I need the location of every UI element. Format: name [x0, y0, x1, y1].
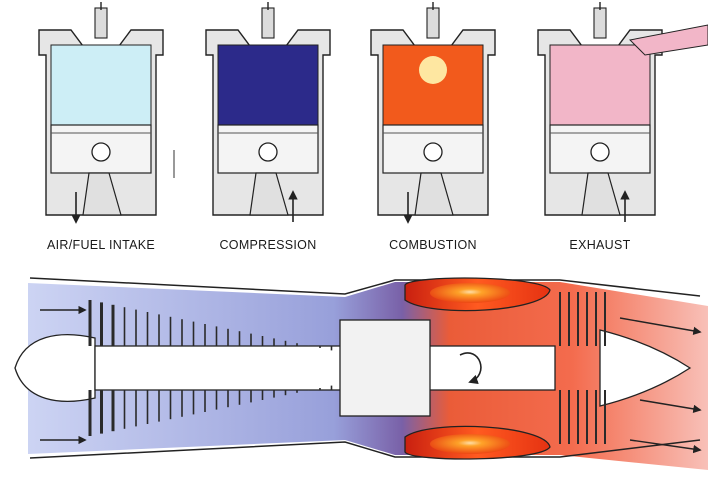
main-shaft — [95, 346, 555, 390]
turbine-shaft-housing — [340, 320, 430, 416]
gas-chamber — [218, 45, 318, 125]
spark-plug-icon — [427, 8, 439, 38]
stroke-label: COMPRESSION — [219, 238, 316, 252]
stroke-label: COMBUSTION — [389, 238, 477, 252]
spark-flash — [419, 56, 447, 84]
cylinder-stroke-1 — [39, 2, 163, 222]
stroke-label: AIR/FUEL INTAKE — [47, 238, 155, 252]
wrist-pin — [591, 143, 609, 161]
spark-plug-icon — [594, 8, 606, 38]
spark-plug-icon — [95, 8, 107, 38]
spinner-cone — [15, 335, 95, 402]
stroke-label: EXHAUST — [569, 238, 630, 252]
wrist-pin — [259, 143, 277, 161]
cylinder-stroke-3 — [371, 2, 495, 222]
wrist-pin — [92, 143, 110, 161]
turbojet-engine — [15, 278, 708, 470]
gas-chamber — [51, 45, 151, 125]
gas-chamber — [550, 45, 650, 125]
four-stroke-cycle — [39, 2, 708, 222]
wrist-pin — [424, 143, 442, 161]
spark-plug-icon — [262, 8, 274, 38]
cylinder-stroke-4 — [538, 2, 708, 222]
cylinder-stroke-2 — [206, 2, 330, 222]
